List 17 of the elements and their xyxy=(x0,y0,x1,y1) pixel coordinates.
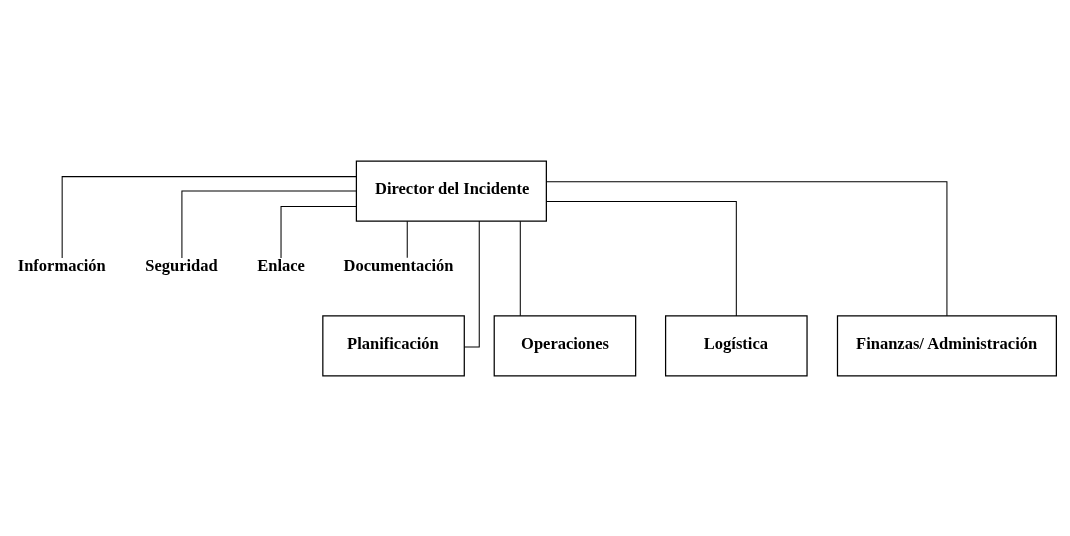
node-box: Director del Incidente xyxy=(355,160,547,222)
node-box: Logística xyxy=(665,314,808,376)
connector xyxy=(181,190,357,259)
node-text: Documentación xyxy=(343,255,454,275)
connector xyxy=(463,220,480,347)
connector xyxy=(61,175,357,258)
node-box: Planificación xyxy=(322,314,465,376)
connector xyxy=(280,205,357,258)
node-box: Operaciones xyxy=(493,314,637,376)
node-text: Seguridad xyxy=(145,255,218,275)
node-text: Enlace xyxy=(257,255,305,275)
node-box: Finanzas/ Administración xyxy=(836,314,1057,376)
connector xyxy=(546,180,948,316)
connector xyxy=(406,220,408,258)
connector xyxy=(546,200,737,316)
node-text: Información xyxy=(17,255,106,275)
connector xyxy=(519,220,521,316)
